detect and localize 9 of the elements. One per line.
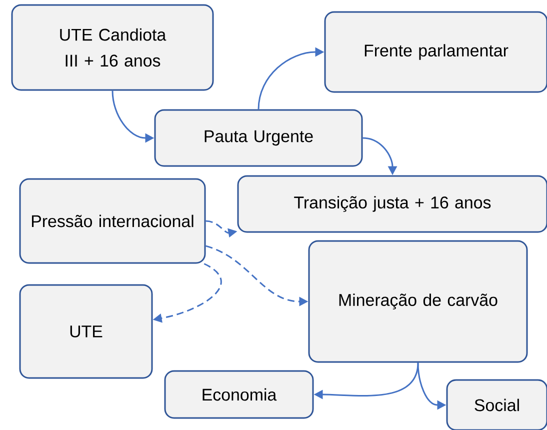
text-box: Pauta Urgente	[154, 109, 363, 167]
text-box: Economia	[164, 370, 314, 419]
text-box: UTE Candiota III + 16 anos	[11, 4, 214, 91]
text-box: Transição justa + 16 anos	[237, 175, 547, 233]
text-box: Pressão internacional	[19, 178, 206, 264]
text-box: UTE	[19, 284, 153, 379]
text-box: Social	[446, 379, 547, 430]
text-box: Frente parlamentar	[324, 11, 547, 93]
text-box: Mineração de carvão	[308, 240, 528, 363]
